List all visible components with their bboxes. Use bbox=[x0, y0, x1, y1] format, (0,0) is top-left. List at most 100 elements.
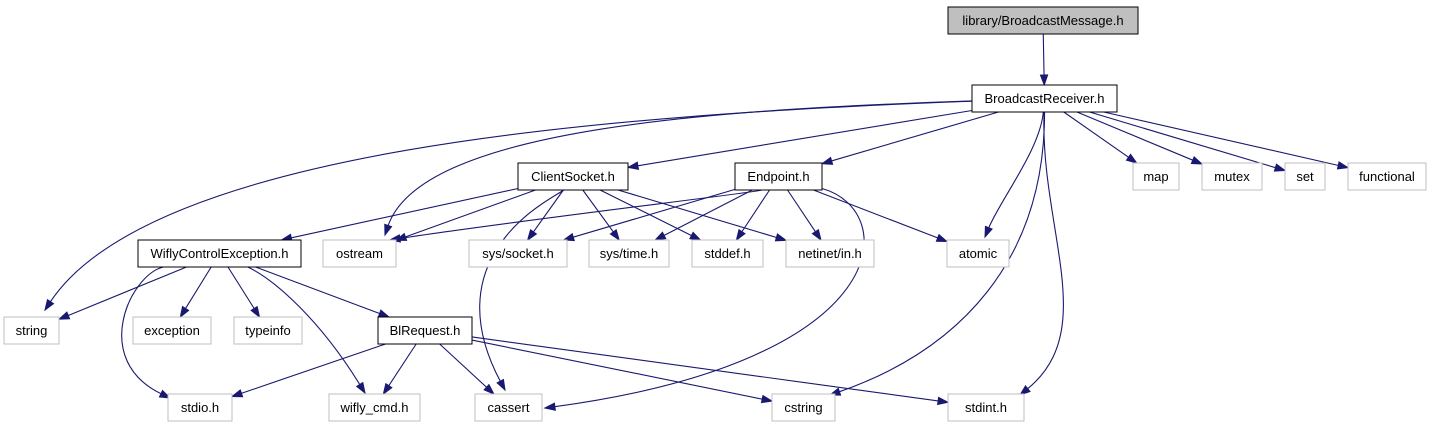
edge-clientsocket-to-netinet bbox=[617, 189, 788, 242]
edge-line bbox=[1063, 111, 1130, 159]
node-atomic: atomic bbox=[946, 239, 1010, 268]
node-cstring: cstring bbox=[771, 393, 836, 422]
node-stdint: stdint.h bbox=[947, 393, 1025, 422]
node-box bbox=[946, 239, 1010, 268]
edge-arrowhead bbox=[1190, 156, 1204, 165]
edge-arrowhead bbox=[526, 228, 538, 242]
edge-wiflycontrolexception-to-string bbox=[57, 266, 187, 320]
edge-line bbox=[662, 189, 753, 237]
edge-arrowhead bbox=[1018, 385, 1031, 396]
edge-blrequest-to-stdio bbox=[230, 343, 386, 398]
node-box bbox=[771, 393, 836, 422]
node-label: BroadcastReceiver.h bbox=[985, 91, 1105, 106]
edge-line bbox=[471, 339, 764, 400]
node-box bbox=[785, 239, 875, 268]
edge-arrowhead bbox=[609, 228, 621, 242]
node-wiflycmd: wifly_cmd.h bbox=[328, 393, 421, 422]
node-label: wifly_cmd.h bbox=[340, 400, 409, 415]
node-syssocket: sys/socket.h bbox=[468, 239, 568, 268]
edge-broadcastmessage-to-broadcastreceiver bbox=[1039, 33, 1049, 87]
edge-line bbox=[471, 336, 940, 402]
node-label: WiflyControlException.h bbox=[151, 246, 289, 261]
edge-arrowhead bbox=[483, 383, 495, 396]
edge-arrowhead bbox=[57, 311, 71, 320]
edge-arrowhead bbox=[1039, 74, 1049, 87]
edge-broadcastreceiver-to-ostream bbox=[384, 100, 973, 237]
node-box bbox=[971, 84, 1118, 113]
edge-line bbox=[247, 266, 361, 386]
edge-wiflycontrolexception-to-wiflycmd bbox=[247, 266, 366, 395]
edge-arrowhead bbox=[179, 305, 190, 319]
edge-line bbox=[240, 343, 386, 395]
node-broadcastreceiver[interactable]: BroadcastReceiver.h bbox=[971, 84, 1118, 113]
edge-broadcastreceiver-to-clientsocket bbox=[626, 109, 973, 170]
edge-arrowhead bbox=[811, 228, 822, 242]
edge-line bbox=[227, 266, 256, 310]
node-clientsocket[interactable]: ClientSocket.h bbox=[517, 162, 629, 191]
edge-endpoint-to-netinet bbox=[787, 189, 822, 242]
edge-clientsocket-to-cassert bbox=[479, 189, 564, 392]
node-label: BlRequest.h bbox=[390, 323, 461, 338]
node-label: sys/socket.h bbox=[482, 246, 554, 261]
edge-line bbox=[387, 343, 417, 387]
node-blrequest[interactable]: BlRequest.h bbox=[377, 316, 473, 345]
edge-arrowhead bbox=[384, 223, 393, 237]
node-systime: sys/time.h bbox=[588, 239, 670, 268]
node-label: sys/time.h bbox=[600, 246, 659, 261]
node-box bbox=[3, 316, 60, 345]
edge-line bbox=[813, 189, 939, 239]
node-box bbox=[474, 393, 543, 422]
node-wiflycontrolexception[interactable]: WiflyControlException.h bbox=[137, 239, 302, 268]
edge-arrowhead bbox=[820, 156, 834, 165]
edge-arrowhead bbox=[689, 231, 702, 241]
edge-arrowhead bbox=[937, 396, 950, 406]
edge-arrowhead bbox=[935, 233, 949, 243]
edge-line bbox=[290, 187, 519, 239]
node-label: string bbox=[16, 323, 48, 338]
node-stddef: stddef.h bbox=[691, 239, 764, 268]
edge-line bbox=[1103, 111, 1340, 167]
node-box bbox=[1201, 162, 1263, 191]
edge-line bbox=[553, 187, 865, 408]
edge-line bbox=[1089, 111, 1277, 169]
edge-arrowhead bbox=[1125, 153, 1138, 164]
edge-arrowhead bbox=[1273, 163, 1287, 172]
node-box bbox=[468, 239, 568, 268]
edge-line bbox=[532, 189, 564, 233]
edge-arrowhead bbox=[377, 309, 391, 318]
edge-endpoint-to-syssocket bbox=[562, 188, 736, 242]
edge-broadcastreceiver-to-map bbox=[1063, 111, 1138, 164]
node-label: stddef.h bbox=[704, 246, 750, 261]
edge-line bbox=[1042, 33, 1045, 77]
node-label: cstring bbox=[784, 400, 822, 415]
edge-line bbox=[636, 109, 973, 167]
node-label: stdio.h bbox=[181, 400, 219, 415]
node-stdio: stdio.h bbox=[167, 393, 233, 422]
node-typeinfo: typeinfo bbox=[233, 316, 303, 345]
node-label: library/BroadcastMessage.h bbox=[962, 13, 1123, 28]
node-broadcastmessage[interactable]: library/BroadcastMessage.h bbox=[947, 6, 1139, 35]
node-label: mutex bbox=[1214, 169, 1250, 184]
edge-arrowhead bbox=[496, 378, 506, 392]
node-box bbox=[137, 239, 302, 268]
edge-broadcastreceiver-to-string bbox=[44, 100, 973, 312]
node-label: exception bbox=[144, 323, 200, 338]
node-label: netinet/in.h bbox=[798, 246, 862, 261]
edge-line bbox=[67, 266, 187, 317]
edge-clientsocket-to-syssocket bbox=[526, 189, 564, 242]
node-exception: exception bbox=[132, 316, 212, 345]
node-mutex: mutex bbox=[1201, 162, 1263, 191]
edge-line bbox=[599, 189, 693, 237]
edge-line bbox=[740, 189, 771, 233]
node-box bbox=[132, 316, 212, 345]
edge-line bbox=[49, 100, 973, 303]
edge-blrequest-to-cstring bbox=[471, 339, 774, 404]
edge-line bbox=[838, 111, 1046, 393]
edge-broadcastreceiver-to-set bbox=[1089, 111, 1287, 172]
edge-endpoint-to-atomic bbox=[813, 189, 949, 243]
edge-line bbox=[1076, 111, 1194, 162]
edge-arrowhead bbox=[44, 298, 55, 312]
node-label: Endpoint.h bbox=[747, 169, 809, 184]
node-endpoint[interactable]: Endpoint.h bbox=[734, 162, 823, 191]
